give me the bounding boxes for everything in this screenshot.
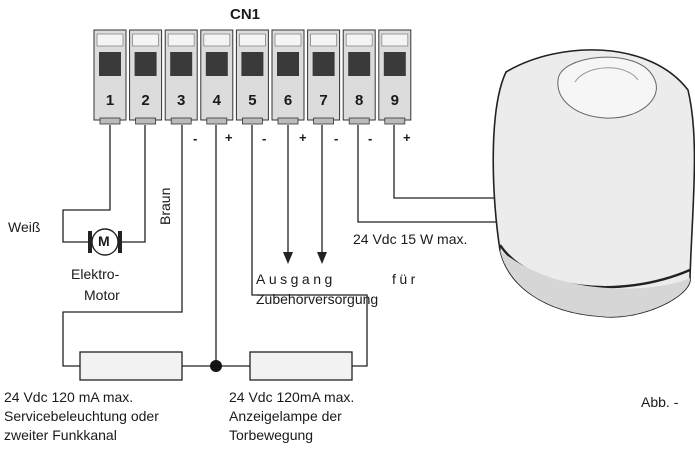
terminal-1 <box>93 29 127 125</box>
arrow-terminal-6 <box>283 252 293 264</box>
right-load-label-line1: 24 Vdc 120mA max. <box>229 389 355 405</box>
output-label-word1: Ausgang <box>256 271 336 287</box>
right-load-label-line3: Torbewegung <box>229 427 314 443</box>
lamp-rating-label: 24 Vdc 15 W max. <box>353 231 468 247</box>
polarity-terminal-9: + <box>403 130 411 145</box>
figure-reference: Abb. - <box>641 394 679 410</box>
right-load-resistor <box>249 351 353 381</box>
terminal-number-6: 6 <box>283 92 293 109</box>
wires <box>62 125 510 367</box>
junction-dot <box>210 360 222 372</box>
motor-symbol-letter: M <box>98 233 110 249</box>
terminal-4 <box>200 29 234 125</box>
terminal-6 <box>271 29 305 125</box>
polarity-terminal-4: + <box>225 130 233 145</box>
left-load-resistor <box>79 351 183 381</box>
left-load-label-line3: zweiter Funkkanal <box>4 427 117 443</box>
polarity-terminal-6: + <box>299 130 307 145</box>
arrow-terminal-7 <box>317 252 327 264</box>
wire-terminal-8 <box>357 125 510 223</box>
terminal-7 <box>307 29 341 125</box>
polarity-terminal-3: - <box>193 131 198 146</box>
terminal-number-9: 9 <box>390 92 399 109</box>
wire-terminal-2 <box>120 125 146 243</box>
warning-lamp-illustration <box>492 49 695 318</box>
terminal-number-7: 7 <box>319 92 328 109</box>
output-arrows <box>283 252 327 264</box>
terminal-number-4: 4 <box>212 92 221 109</box>
left-load-label-line1: 24 Vdc 120 mA max. <box>4 389 134 405</box>
terminal-number-1: 1 <box>105 92 115 109</box>
wire-label-brown: Braun <box>157 187 173 225</box>
wire-terminal-1 <box>62 125 111 243</box>
connector-label: CN1 <box>230 6 261 23</box>
polarity-terminal-7: - <box>334 131 339 146</box>
wire-label-white: Weiß <box>8 219 41 235</box>
terminal-9 <box>378 29 412 125</box>
terminal-2 <box>129 29 163 125</box>
terminal-number-8: 8 <box>355 92 364 109</box>
left-load-label-line2: Servicebeleuchtung oder <box>4 408 159 424</box>
terminal-number-2: 2 <box>141 92 150 109</box>
right-load-label-line2: Anzeigelampe der <box>229 408 342 424</box>
terminal-8 <box>342 29 376 125</box>
motor-label-line1: Elektro- <box>71 266 120 282</box>
wire-terminal-9 <box>393 125 510 199</box>
output-label-line2: Zubehörversorgung <box>256 291 379 307</box>
output-label-word2: für <box>392 271 419 287</box>
polarity-terminal-8: - <box>368 131 373 146</box>
terminal-3 <box>164 29 198 125</box>
motor-label-line2: Motor <box>84 287 120 303</box>
motor-symbol <box>88 228 122 256</box>
wire-terminal-5 <box>251 125 368 367</box>
terminal-block <box>93 29 412 125</box>
wire-terminal-3 <box>62 125 183 367</box>
terminal-number-5: 5 <box>248 92 257 109</box>
terminal-number-3: 3 <box>177 92 186 109</box>
terminal-5 <box>235 29 269 125</box>
polarity-terminal-5: - <box>262 131 267 146</box>
